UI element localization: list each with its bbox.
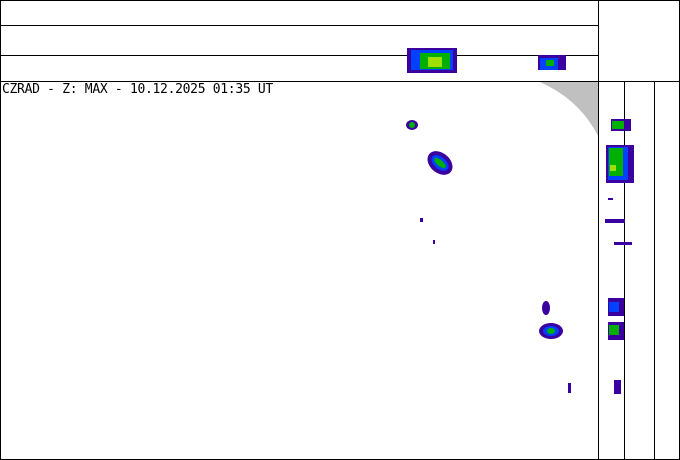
divider-v-side2 — [654, 81, 655, 460]
divider-v-side1 — [624, 81, 625, 460]
frame-top-border — [0, 0, 680, 1]
main-echoes — [406, 120, 571, 393]
side-projection-echoes — [605, 119, 634, 394]
radar-title: CZRAD - Z: MAX - 10.12.2025 01:35 UT — [2, 82, 273, 97]
frame-left-border — [0, 0, 1, 460]
divider-h1 — [0, 25, 598, 26]
divider-h2 — [0, 55, 598, 56]
range-mask — [540, 82, 598, 136]
divider-h3 — [0, 81, 680, 82]
divider-v-main — [598, 0, 599, 460]
top-projection-echoes — [407, 48, 566, 73]
